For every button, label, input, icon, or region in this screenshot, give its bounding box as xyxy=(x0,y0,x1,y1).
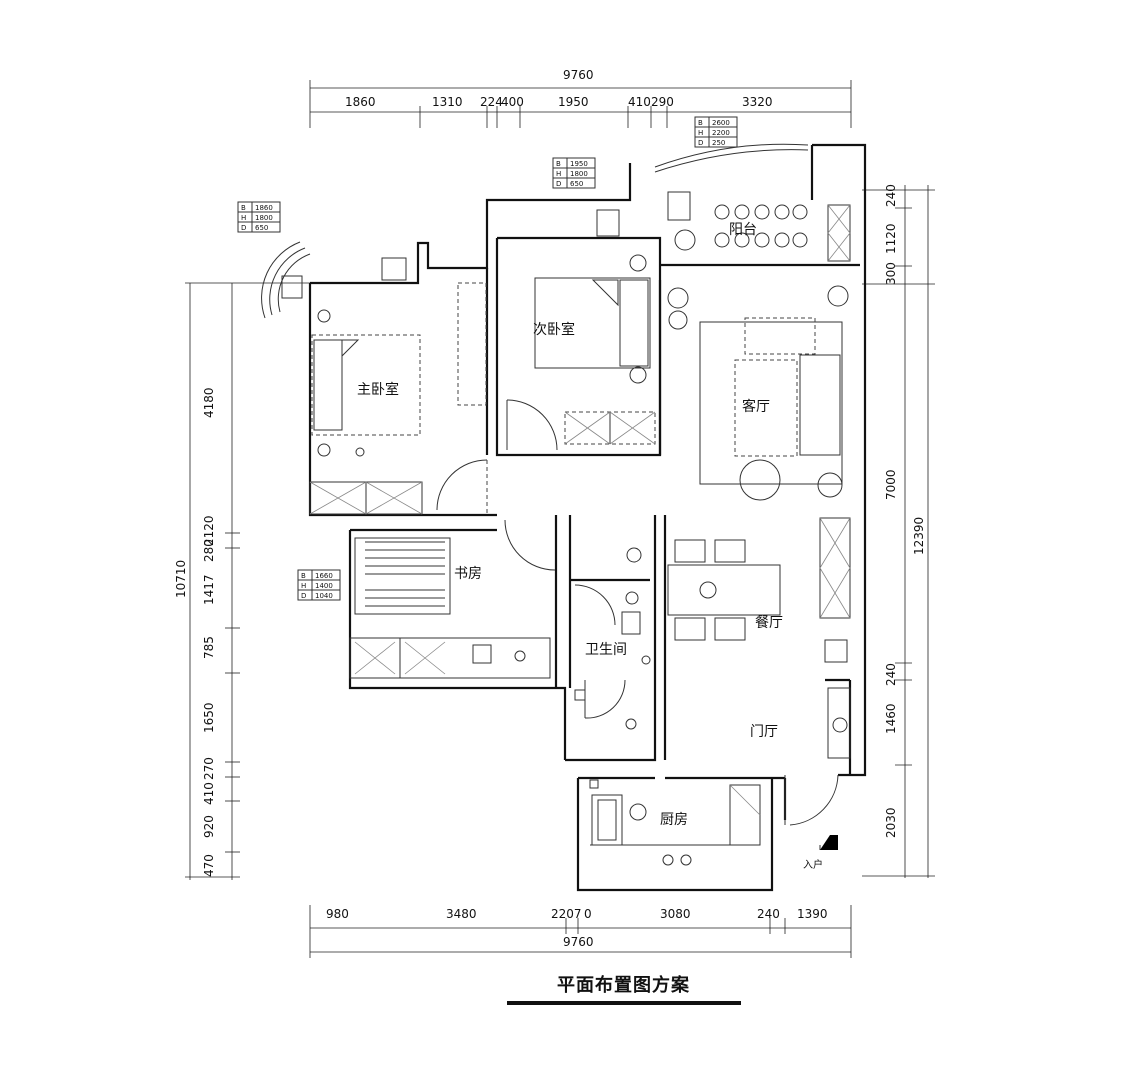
spec3-h: 2200 xyxy=(712,129,730,137)
room-label-bathroom: 卫生间 xyxy=(585,642,627,658)
spec-table-2: B 1950 H 1800 D 650 xyxy=(552,157,596,189)
right-dim-5: 240 xyxy=(884,663,898,686)
spec-table-4: B 1660 H 1400 D 1040 xyxy=(297,569,341,601)
right-dim-6: 1460 xyxy=(884,703,898,734)
bottom-dimensions: 980 3480 2207 0 3080 240 1390 9760 xyxy=(309,905,852,958)
room-label-dining-room: 餐厅 xyxy=(755,615,783,631)
svg-text:H: H xyxy=(556,170,561,178)
bottom-dim-4: 0 xyxy=(584,907,592,921)
svg-text:H: H xyxy=(301,582,306,590)
spec2-b: 1950 xyxy=(570,160,588,168)
left-dim-3: 280 xyxy=(202,539,216,562)
plan-title: 平面布置图方案 xyxy=(557,974,690,996)
spec1-b: 1860 xyxy=(255,204,273,212)
spec-table-3: B 2600 H 2200 D 250 xyxy=(694,116,738,148)
room-label-balcony: 阳台 xyxy=(729,222,757,238)
spec2-d: 650 xyxy=(570,180,583,188)
room-label-second-bedroom: 次卧室 xyxy=(533,321,575,338)
top-dim-2: 1310 xyxy=(432,95,463,109)
top-dim-1: 1860 xyxy=(345,95,376,109)
right-dim-2: 1120 xyxy=(884,223,898,254)
balcony-window-arc xyxy=(654,143,809,168)
spec2-h: 1800 xyxy=(570,170,588,178)
spec1-d: 650 xyxy=(255,224,268,232)
svg-text:B: B xyxy=(698,119,703,127)
svg-text:H: H xyxy=(698,129,703,137)
right-dim-7: 2030 xyxy=(884,807,898,838)
entry-label: 入户 xyxy=(803,858,823,871)
top-dim-3: 224 xyxy=(480,95,503,109)
spec4-h: 1400 xyxy=(315,582,333,590)
spec1-h: 1800 xyxy=(255,214,273,222)
spec3-b: 2600 xyxy=(712,119,730,127)
right-dim-1: 240 xyxy=(884,184,898,207)
room-label-foyer: 门厅 xyxy=(750,724,778,740)
bottom-dim-3: 2207 xyxy=(551,907,582,921)
left-dim-1: 4180 xyxy=(202,387,216,418)
title-underline xyxy=(507,1001,741,1005)
left-dim-5: 785 xyxy=(202,636,216,659)
svg-text:D: D xyxy=(698,139,703,147)
room-label-kitchen: 厨房 xyxy=(660,812,688,828)
bay-window xyxy=(261,241,301,319)
bottom-dim-6: 240 xyxy=(757,907,780,921)
left-dim-7: 270 xyxy=(202,757,216,780)
spec3-d: 250 xyxy=(712,139,725,147)
spec4-d: 1040 xyxy=(315,592,333,600)
top-dim-8: 3320 xyxy=(742,95,773,109)
left-dim-9: 920 xyxy=(202,815,216,838)
left-dim-8: 410 xyxy=(202,782,216,805)
left-dim-4: 1417 xyxy=(202,574,216,605)
top-dim-6: 410 xyxy=(628,95,651,109)
walls xyxy=(308,143,867,892)
furniture xyxy=(281,191,851,866)
room-label-living-room: 客厅 xyxy=(742,398,770,415)
left-dimensions: 10710 4180 2120 280 1417 785 1650 270 41… xyxy=(174,282,310,880)
svg-text:D: D xyxy=(301,592,306,600)
top-dim-5: 1950 xyxy=(558,95,589,109)
svg-text:D: D xyxy=(241,224,246,232)
top-dim-4: 400 xyxy=(501,95,524,109)
right-dimensions: 12390 240 1120 300 7000 240 1460 2030 xyxy=(862,184,935,878)
svg-text:D: D xyxy=(556,180,561,188)
bottom-dim-5: 3080 xyxy=(660,907,691,921)
top-dimensions: 9760 1860 1310 224 400 1950 410 290 3320 xyxy=(309,68,852,128)
top-dim-7: 290 xyxy=(651,95,674,109)
svg-text:H: H xyxy=(241,214,246,222)
spec-table-1: B 1860 H 1800 D 650 xyxy=(237,201,281,233)
right-dim-4: 7000 xyxy=(884,469,898,500)
bottom-total-dim: 9760 xyxy=(563,935,594,949)
right-dim-3: 300 xyxy=(884,262,898,285)
left-dim-10: 470 xyxy=(202,854,216,877)
left-dim-6: 1650 xyxy=(202,702,216,733)
svg-text:B: B xyxy=(241,204,246,212)
svg-text:B: B xyxy=(301,572,306,580)
top-total-dim: 9760 xyxy=(563,68,594,82)
left-total-dim: 10710 xyxy=(174,560,188,598)
right-total-dim: 12390 xyxy=(912,517,926,555)
bottom-dim-1: 980 xyxy=(326,907,349,921)
room-label-study: 书房 xyxy=(454,566,482,582)
room-label-master-bedroom: 主卧室 xyxy=(357,381,399,398)
svg-text:B: B xyxy=(556,160,561,168)
spec4-b: 1660 xyxy=(315,572,333,580)
entry-arrow-icon xyxy=(820,835,838,850)
bottom-dim-7: 1390 xyxy=(797,907,828,921)
bottom-dim-2: 3480 xyxy=(446,907,477,921)
left-dim-2: 2120 xyxy=(202,515,216,546)
